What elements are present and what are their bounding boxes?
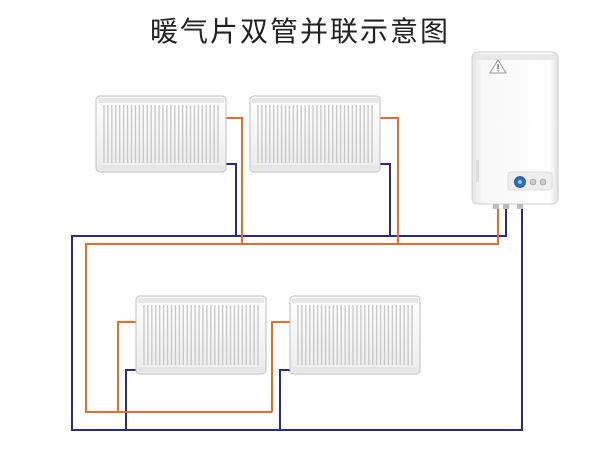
radiator-body [289,295,421,375]
control-button-icon [529,178,537,186]
return-pipe [71,163,523,431]
radiator-cap [252,165,378,170]
return-branch-radiator-4 [279,369,290,430]
supply-branch-radiator-2 [380,117,399,244]
radiator-1 [95,95,227,173]
supply-pipe [85,117,499,413]
supply-branch-radiator-3 [117,321,136,412]
boiler-top-shadow [474,54,556,60]
boiler-side-vent [476,160,479,182]
boiler-outlet-stub [503,204,509,209]
radiator-cap [292,367,418,372]
radiator-body [249,95,381,173]
return-branch-radiator-1 [226,163,237,236]
radiator-cap [292,298,418,303]
radiator-body [95,95,227,173]
page-title: 暖气片双管并联示意图 [149,15,450,48]
boiler-outlet-stub [493,204,499,209]
boiler-body [471,51,559,205]
radiator-body [135,295,267,375]
warning-triangle-icon [489,59,507,74]
wall-boiler [471,51,559,209]
return-branch-radiator-3 [125,369,136,430]
radiator-cap [98,165,224,170]
return-main-line [71,207,523,431]
radiator-3 [135,295,267,375]
radiator-2 [249,95,381,173]
control-button-icon [539,178,547,186]
supply-main-line [85,207,499,413]
radiator-cap [98,98,224,103]
supply-branch-radiator-1 [226,117,243,244]
radiator-cap [252,98,378,103]
radiator-4 [289,295,421,375]
radiators [95,95,421,375]
boiler-outlet-stub [517,204,523,209]
radiator-cap [138,298,264,303]
return-branch-radiator-2 [380,163,391,236]
radiator-cap [138,367,264,372]
supply-branch-radiator-4 [271,321,290,412]
